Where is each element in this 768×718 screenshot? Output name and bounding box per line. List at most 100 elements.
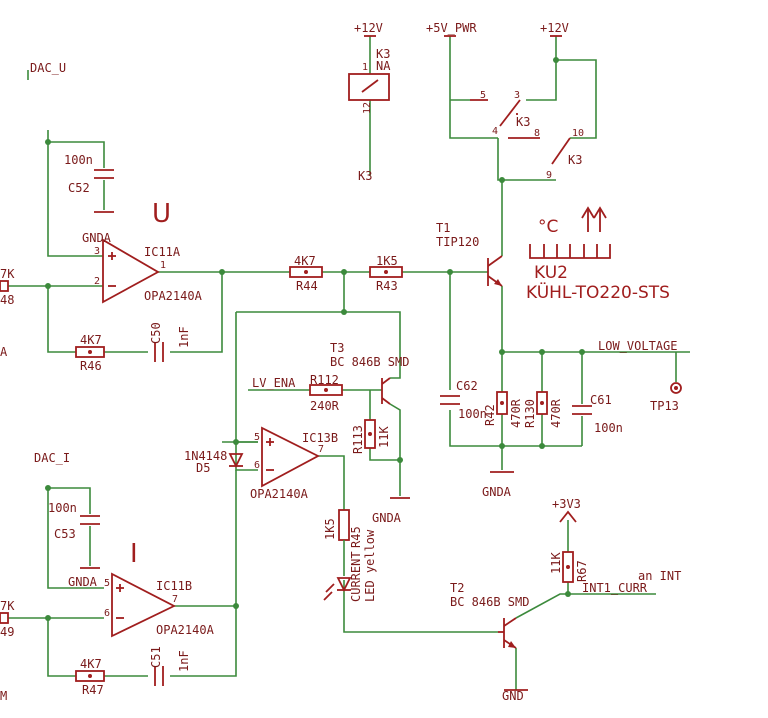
r44-ref: R44 [296,279,318,293]
t3-ref: T3 [330,341,344,355]
ic11b-value: OPA2140A [156,623,215,637]
resistor-r113 [364,419,376,449]
net-an-int: an INT [638,569,681,583]
pin-ic13b-7: 7 [318,444,324,455]
capacitor-c62 [440,395,460,405]
r112-value: 240R [310,399,340,413]
t2-ref: T2 [450,581,464,595]
r49-ref: 49 [0,625,14,639]
opamp-ic11a [102,238,160,304]
c52-ref: C52 [68,181,90,195]
r42-value: 470R [509,398,523,428]
pin-k3-8: 8 [534,128,540,139]
t2-value: BC 846B SMD [450,595,529,609]
t1-ref: T1 [436,221,450,235]
r48-value: 7K [0,267,15,281]
resistor-r45 [338,509,350,576]
pin-k3-5: 5 [480,90,486,101]
junctions [45,57,585,621]
transistor-t1 [487,255,503,287]
r130-value: 470R [549,398,563,428]
capacitor-c50 [154,342,164,362]
pin-ic11a-1: 1 [160,260,166,271]
capacitor-c51 [154,666,164,686]
relay-contacts-k3 [470,99,571,165]
d5-ref: D5 [196,461,210,475]
c61-ref: C61 [590,393,612,407]
relay-k3-label-a: K3 [516,115,530,129]
opamp-ic11b [111,572,177,638]
capacitor-c53 [80,515,100,525]
r47-ref: R47 [82,683,104,697]
led-label-1: CURRENT [349,551,363,602]
resistor-r46 [75,346,105,358]
pin-k3-9: 9 [546,170,552,181]
net-k3: K3 [358,169,372,183]
net-p5v-pwr: +5V_PWR [426,21,477,35]
c50-value: 1nF [177,326,191,348]
r49-value: 7K [0,599,15,613]
pin-ic13b-6: 6 [254,460,260,471]
resistor-r112 [309,384,343,396]
r45-value: 1K5 [323,518,337,540]
r113-value: 11K [377,426,391,448]
resistor-r49-partial [0,612,9,624]
ku2-value: KÜHL-TO220-STS [526,281,670,303]
relay-k3-label-b: K3 [568,153,582,167]
capacitor-c52 [94,169,114,179]
capacitor-c61 [572,405,592,415]
ku2-symbol: °C [538,217,558,237]
c53-value: 100n [48,501,77,515]
pin-k3-10: 10 [572,128,584,139]
net-dac-u: DAC_U [30,61,66,75]
net-low-voltage: LOW_VOLTAGE [598,339,677,353]
labels: DAC_U DAC_I +12V +5V_PWR +12V +3V3 LV_EN… [0,21,681,703]
r46-value: 4K7 [80,333,102,347]
d5-value: 1N4148 [184,449,227,463]
pin-ic13b-5: 5 [254,432,260,443]
opamp-ic13b [261,426,320,488]
gnda-4: GNDA [482,485,512,499]
net-dac-i: DAC_I [34,451,70,465]
pin-ic11b-6: 6 [104,608,110,619]
r67-ref: R67 [575,560,589,582]
gnda-3: GNDA [372,511,402,525]
resistor-r130 [536,391,548,415]
c62-ref: C62 [456,379,478,393]
partial-m: M [0,689,7,703]
pin-ic11b-7: 7 [172,594,178,605]
c51-value: 1nF [177,650,191,672]
pin-k3-4: 4 [492,126,498,137]
net-p12v-b: +12V [540,21,569,35]
led-current [323,577,352,601]
ic11a-ref: IC11A [144,245,181,259]
ic13b-ref: IC13B [302,431,338,445]
c50-ref: C50 [149,322,163,344]
resistor-r67 [562,551,574,583]
r43-value: 1K5 [376,254,398,268]
r47-value: 4K7 [80,657,102,671]
tp13-ref: TP13 [650,399,679,413]
symbol-u: U [152,199,171,229]
resistor-r42 [496,391,508,415]
ic11a-value: OPA2140A [144,289,203,303]
r130-ref: R130 [523,399,537,428]
r44-value: 4K7 [294,254,316,268]
pin-k3-12: 12 [362,102,373,114]
relay-coil-k3 [348,73,390,101]
r45-ref: R45 [349,526,363,548]
led-label-2: LED yellow [363,529,377,602]
resistor-r43 [369,266,403,278]
partial-a1: A [0,345,8,359]
transistor-t2 [498,617,517,649]
c52-value: 100n [64,153,93,167]
resistor-r44 [289,266,323,278]
r113-ref: R113 [351,425,365,454]
heatsink-ku2 [529,206,611,259]
diode-d5 [228,453,244,469]
pin-ic11b-5: 5 [104,578,110,589]
ku2-ref: KU2 [534,263,568,283]
c51-ref: C51 [149,646,163,668]
c61-value: 100n [594,421,623,435]
